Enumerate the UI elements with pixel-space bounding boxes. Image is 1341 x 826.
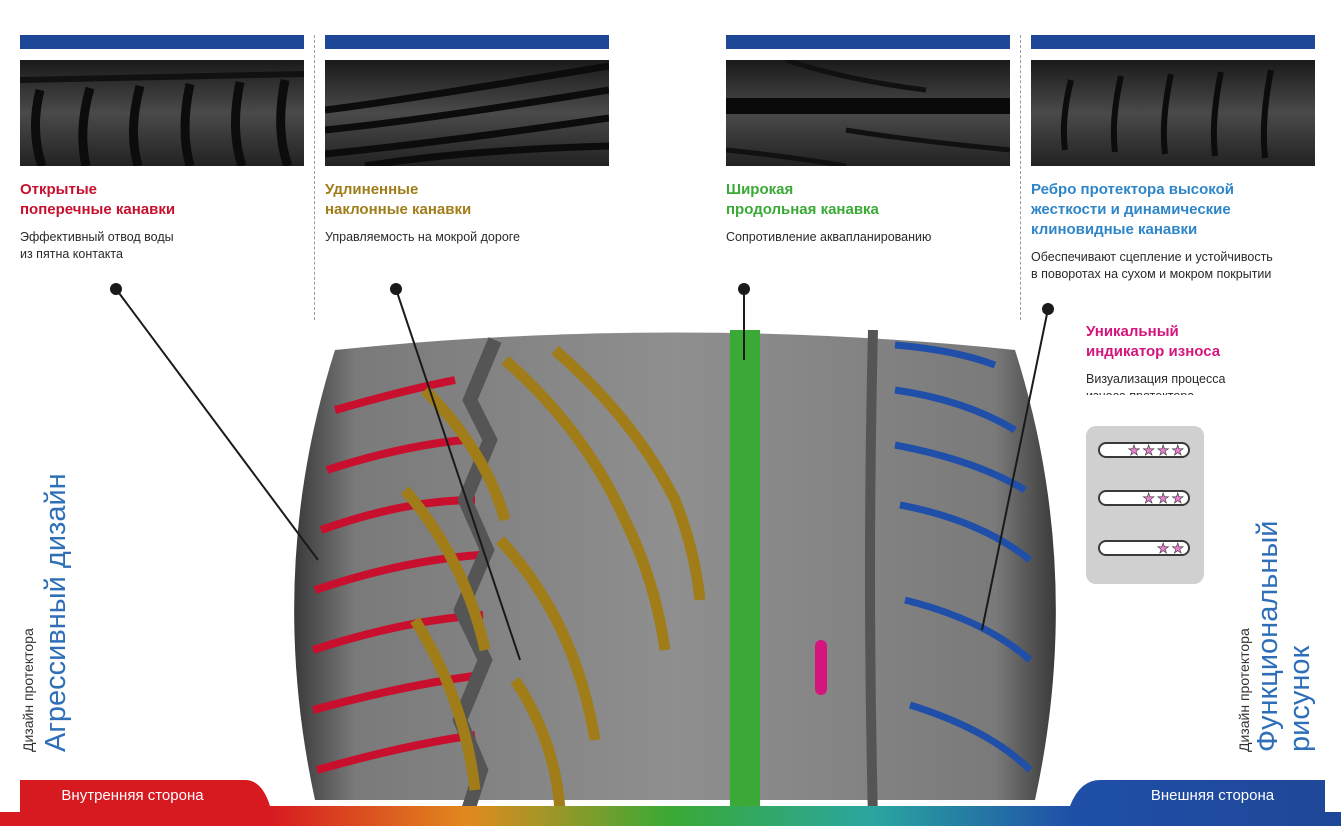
star-icon: ★ bbox=[1171, 442, 1184, 458]
star-icon: ★ bbox=[1156, 442, 1170, 458]
green-groove bbox=[730, 330, 760, 820]
wear-indicator-title: Уникальный индикатор износа bbox=[1086, 323, 1221, 360]
feature-desc: Обеспечивают сцепление и устойчивость в … bbox=[1031, 250, 1273, 281]
tire-tread-illustration bbox=[294, 329, 1056, 820]
header-bar bbox=[20, 35, 304, 49]
feature-long-inclined-grooves: Удлиненные наклонные канавки Управляемос… bbox=[325, 35, 609, 246]
left-design-title: Агрессивный дизайн bbox=[40, 473, 72, 752]
right-design-label: Дизайн протектора bbox=[1236, 628, 1252, 752]
tread-photo bbox=[20, 60, 304, 166]
feature-title: Открытые поперечные канавки bbox=[20, 181, 176, 218]
inner-side-label: Внутренняя сторона bbox=[61, 787, 204, 804]
star-icon: ★ bbox=[1156, 540, 1170, 556]
wear-indicator-panel: ★★★★ ★★★ ★★ bbox=[1086, 426, 1204, 584]
star-icon: ★ bbox=[1171, 490, 1184, 506]
gold-grooves bbox=[400, 345, 706, 811]
feature-title: Удлиненные наклонные канавки bbox=[325, 181, 472, 218]
feature-title: Ребро протектора высокой жесткости и дин… bbox=[1031, 181, 1234, 238]
wear-indicator-desc: Визуализация процесса износа протектора bbox=[1086, 372, 1226, 395]
star-icon: ★ bbox=[1171, 540, 1184, 556]
bottom-gradient-bar bbox=[0, 780, 1341, 826]
star-icon: ★ bbox=[1127, 442, 1141, 458]
wear-level-2: ★★ bbox=[1098, 540, 1190, 556]
feature-desc: Управляемость на мокрой дороге bbox=[325, 230, 521, 244]
feature-wide-longitudinal-groove: Широкая продольная канавка Сопротивление… bbox=[726, 35, 1010, 246]
header-bar bbox=[325, 35, 609, 49]
wear-indicator-text: Уникальный индикатор износа Визуализация… bbox=[1086, 322, 1286, 395]
header-bar bbox=[726, 35, 1010, 49]
tread-photo bbox=[1031, 60, 1315, 166]
wear-level-3: ★★★ bbox=[1098, 490, 1190, 506]
feature-desc: Эффективный отвод воды из пятна контакта bbox=[20, 230, 174, 261]
divider bbox=[1020, 35, 1021, 320]
feature-rigid-rib: Ребро протектора высокой жесткости и дин… bbox=[1031, 35, 1315, 283]
wear-indicator-mark bbox=[815, 640, 827, 695]
feature-title: Широкая продольная канавка bbox=[726, 181, 879, 218]
outer-side-label: Внешняя сторона bbox=[1150, 787, 1275, 804]
left-design-label: Дизайн протектора bbox=[20, 628, 36, 752]
feature-open-transverse-grooves: Открытые поперечные канавки Эффективный … bbox=[20, 35, 304, 263]
divider bbox=[314, 35, 315, 320]
blue-grooves bbox=[894, 341, 1033, 773]
tread-photo bbox=[726, 60, 1010, 166]
wear-level-4: ★★★★ bbox=[1098, 442, 1190, 458]
star-icon: ★ bbox=[1156, 490, 1170, 506]
feature-desc: Сопротивление аквапланированию bbox=[726, 230, 932, 244]
header-bar bbox=[1031, 35, 1315, 49]
right-design-title: Функциональный рисунок bbox=[1252, 520, 1316, 752]
star-icon: ★ bbox=[1142, 490, 1155, 506]
tread-photo bbox=[325, 60, 609, 166]
star-icon: ★ bbox=[1142, 442, 1155, 458]
